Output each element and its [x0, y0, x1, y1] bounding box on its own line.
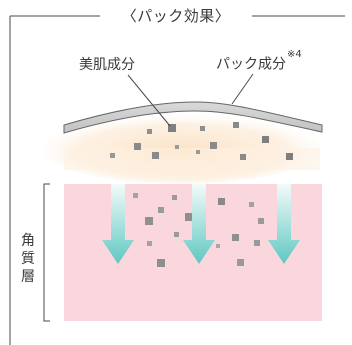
- diagram-title: 〈パック効果〉: [121, 7, 231, 25]
- pack-layer: [63, 101, 323, 134]
- ingredient-particle-icon: [210, 142, 217, 149]
- ingredient-particle-icon: [240, 154, 246, 160]
- pack-leader-line: [231, 73, 254, 105]
- ingredient-particle-icon: [133, 193, 138, 198]
- ingredient-particle-icon: [168, 124, 176, 132]
- down-arrow-icon: [102, 184, 134, 264]
- ingredient-particle-icon: [200, 126, 205, 131]
- ingredient-particle-icon: [157, 259, 165, 267]
- ingredient-particle-icon: [254, 240, 260, 246]
- arrows: [102, 184, 300, 264]
- ingredient-particle-icon: [145, 217, 153, 225]
- ingredient-particle-icon: [286, 153, 293, 160]
- ingredient-particle-icon: [110, 153, 115, 158]
- down-arrow-icon: [268, 184, 300, 264]
- skin-particles: [133, 193, 264, 267]
- pack-component-label: パック成分※4: [216, 50, 302, 73]
- glow-band: [64, 148, 320, 170]
- ingredient-particle-icon: [233, 122, 239, 128]
- ingredient-particle-icon: [196, 150, 200, 154]
- pack-component-text: パック成分: [216, 56, 286, 73]
- ingredient-particle-icon: [152, 152, 159, 159]
- glow-particles: [110, 122, 293, 160]
- frame: [9, 15, 345, 345]
- ingredient-particle-icon: [232, 234, 239, 241]
- ingredient-particle-icon: [147, 129, 152, 134]
- down-arrow-icon: [183, 184, 215, 264]
- ingredient-particle-icon: [134, 143, 141, 150]
- ingredient-particle-icon: [174, 232, 179, 237]
- ingredient-particle-icon: [258, 218, 264, 224]
- ingredient-particle-icon: [175, 145, 179, 149]
- ingredient-particle-icon: [218, 198, 225, 205]
- ingredient-particle-icon: [237, 259, 244, 266]
- ingredient-particle-icon: [185, 213, 193, 221]
- stratum-corneum-label: 角質層: [21, 233, 35, 285]
- ingredient-particle-icon: [262, 136, 269, 143]
- ingredient-label: 美肌成分: [79, 57, 135, 73]
- ingredient-particle-icon: [172, 195, 177, 200]
- footnote-mark: ※4: [287, 49, 302, 60]
- ingredient-particle-icon: [158, 207, 164, 213]
- layer-bracket: [43, 183, 50, 322]
- ingredient-particle-icon: [216, 244, 220, 248]
- ingredient-particle-icon: [249, 202, 254, 207]
- ingredient-particle-icon: [147, 241, 152, 246]
- ingredient-leader-line: [127, 74, 171, 127]
